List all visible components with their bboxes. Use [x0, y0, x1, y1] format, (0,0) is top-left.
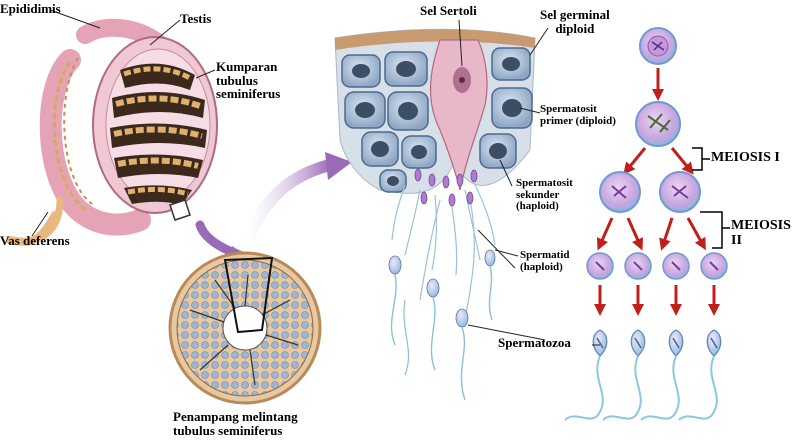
secondary-spermatocyte-right [659, 171, 701, 213]
label-spermatosit-sekunder: Spermatosit sekunder (haploid) [516, 177, 573, 213]
label-penampang-line2: tubulus seminiferus [173, 422, 283, 438]
label-meiosis-2-line1: MEIOSIS [731, 218, 791, 233]
label-spermatosit-primer-line1: Spermatosit [540, 103, 597, 115]
label-spermatid-line1: Spermatid [520, 249, 570, 261]
tissue-cells [341, 47, 533, 193]
tubule-cross-section [168, 251, 322, 405]
free-spermatozoa [388, 249, 496, 401]
label-spermatosit-sekunder-line3: (haploid) [516, 200, 559, 213]
germinal-cell [639, 27, 677, 65]
label-kumparan-tubulus: Kumparan tubulus seminiferus [216, 60, 280, 101]
testis-leader-lines [31, 9, 216, 237]
primary-spermatocyte [635, 101, 681, 147]
label-meiosis-2: MEIOSIS II [731, 218, 791, 248]
spermatogenesis-flow [564, 27, 730, 421]
label-testis: Testis [180, 11, 212, 26]
testis-illustration [6, 18, 218, 246]
epididymis-shape [39, 49, 151, 236]
secondary-spermatocyte-left [599, 171, 641, 213]
label-vas-deferens: Vas deferens [0, 233, 70, 248]
sertoli-cell [430, 39, 488, 191]
label-spermatosit-primer: Spermatosit primer (diploid) [540, 103, 616, 127]
label-penampang-melintang: Penampang melintang tubulus seminiferus [173, 410, 298, 437]
label-spermatosit-primer-line2: primer (diploid) [540, 114, 616, 127]
label-penampang-line1: Penampang melintang [173, 409, 298, 424]
spermatid-cells [586, 252, 728, 280]
meiosis-brackets [692, 147, 730, 249]
seminiferous-lobules [110, 63, 207, 205]
label-meiosis-2-line2: II [731, 232, 742, 248]
label-epididimis: Epididimis [0, 1, 61, 16]
tissue-leader-lines [458, 19, 549, 341]
label-spermatozoa: Spermatozoa [498, 335, 571, 350]
label-sel-germinal-line2: diploid [555, 20, 595, 36]
label-meiosis-1: MEIOSIS I [711, 150, 780, 165]
label-sel-sertoli: Sel Sertoli [420, 3, 477, 18]
label-spermatosit-sekunder-line1: Spermatosit [516, 177, 573, 189]
label-kumparan-line3: seminiferus [216, 86, 281, 102]
label-spermatosit-sekunder-line2: sekunder [516, 188, 560, 201]
seminiferous-tissue [334, 28, 536, 401]
label-sel-germinal: Sel germinal diploid [540, 8, 610, 35]
label-kumparan-line2: tubulus [216, 72, 258, 88]
vas-deferens-shape [6, 211, 59, 246]
flow-arrows [594, 68, 720, 316]
label-kumparan-line1: Kumparan [216, 59, 278, 74]
label-spermatid-line2: (haploid) [520, 260, 563, 273]
label-spermatid: Spermatid (haploid) [520, 249, 570, 273]
arrow-to-tissue [239, 159, 336, 256]
spermatozoa-cells [564, 329, 722, 421]
label-sel-germinal-line1: Sel germinal [540, 7, 610, 22]
